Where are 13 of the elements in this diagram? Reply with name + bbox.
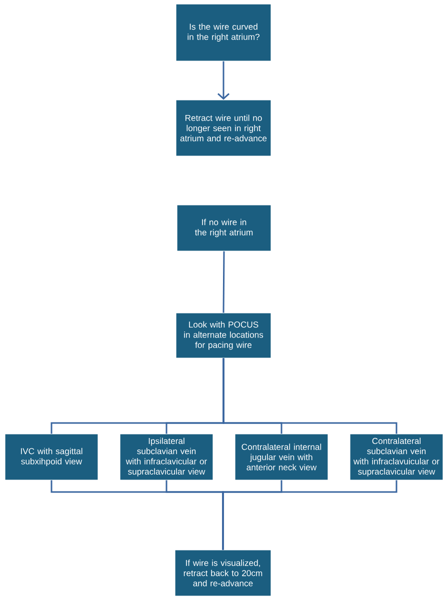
process-box: If wire is visualized, retract back to 20cm and re-advance bbox=[174, 550, 272, 596]
process-box: Retract wire until no longer seen in right atrium and re-advance bbox=[176, 100, 272, 156]
process-box: Contralateral internal jugular vein with anterior neck view bbox=[234, 434, 328, 480]
connector bbox=[218, 61, 230, 100]
connector bbox=[222, 480, 398, 550]
process-box: Ipsilateral subclavian vein with infraclavicular or supraclavicular view bbox=[120, 434, 214, 480]
connector bbox=[222, 358, 398, 434]
connector bbox=[222, 251, 225, 313]
process-box: Is the wire curved in the right atrium? bbox=[176, 4, 272, 62]
process-box: Look with POCUS in alternate locations for pacing wire bbox=[176, 312, 272, 358]
process-box: Contralateral subclavian vein with infraclavuicular or supraclavicular view bbox=[350, 434, 444, 480]
process-box: IVC with sagittal subxihpoid view bbox=[4, 434, 98, 480]
process-box: If no wire in the right atrium bbox=[176, 204, 272, 252]
